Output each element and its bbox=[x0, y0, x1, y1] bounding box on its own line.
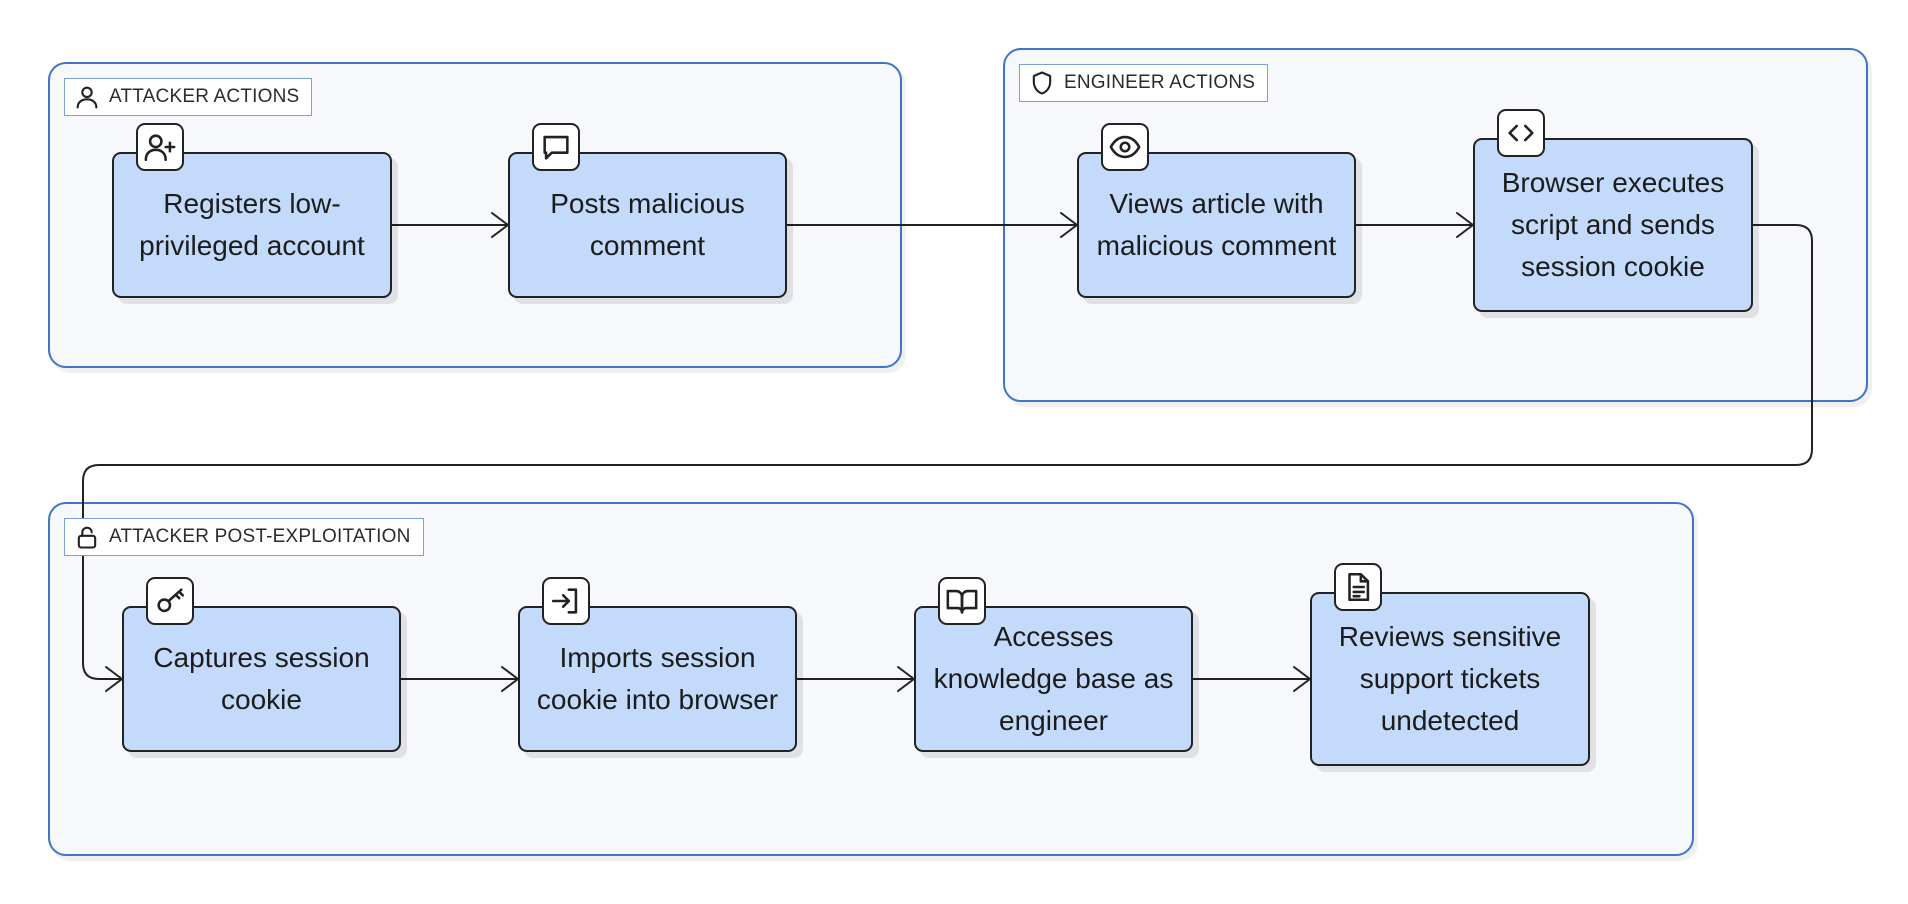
step-label: Posts malicious comment bbox=[550, 188, 745, 261]
user-plus-icon bbox=[136, 123, 184, 171]
log-in-icon bbox=[542, 577, 590, 625]
step-views-article[interactable]: Views article with malicious comment bbox=[1077, 152, 1356, 298]
group-label-text: ATTACKER ACTIONS bbox=[109, 86, 300, 107]
code-icon bbox=[1497, 109, 1545, 157]
step-label: Captures session cookie bbox=[153, 642, 370, 715]
step-browser-executes[interactable]: Browser executes script and sends sessio… bbox=[1473, 138, 1753, 312]
step-label: Views article with malicious comment bbox=[1096, 188, 1337, 261]
step-accesses-knowledge-base[interactable]: Accesses knowledge base as engineer bbox=[914, 606, 1193, 752]
lock-icon bbox=[73, 523, 101, 551]
group-label-text: ATTACKER POST-EXPLOITATION bbox=[109, 526, 411, 547]
book-open-icon bbox=[938, 577, 986, 625]
step-label: Reviews sensitive support tickets undete… bbox=[1338, 621, 1562, 736]
step-label: Imports session cookie into browser bbox=[536, 642, 779, 715]
step-registers-account[interactable]: Registers low-privileged account bbox=[112, 152, 392, 298]
step-posts-comment[interactable]: Posts malicious comment bbox=[508, 152, 787, 298]
group-label-attacker-actions: ATTACKER ACTIONS bbox=[64, 78, 313, 116]
step-imports-cookie[interactable]: Imports session cookie into browser bbox=[518, 606, 797, 752]
step-reviews-tickets[interactable]: Reviews sensitive support tickets undete… bbox=[1310, 592, 1590, 766]
key-icon bbox=[146, 577, 194, 625]
eye-icon bbox=[1101, 123, 1149, 171]
step-label: Registers low-privileged account bbox=[139, 188, 365, 261]
user-icon bbox=[73, 83, 101, 111]
message-square-icon bbox=[532, 123, 580, 171]
step-label: Accesses knowledge base as engineer bbox=[933, 621, 1174, 736]
shield-icon bbox=[1028, 69, 1056, 97]
step-label: Browser executes script and sends sessio… bbox=[1501, 167, 1725, 282]
group-label-text: ENGINEER ACTIONS bbox=[1064, 72, 1256, 93]
file-text-icon bbox=[1334, 563, 1382, 611]
group-label-attacker-post-exploitation: ATTACKER POST-EXPLOITATION bbox=[64, 518, 424, 556]
group-label-engineer-actions: ENGINEER ACTIONS bbox=[1019, 64, 1269, 102]
step-captures-cookie[interactable]: Captures session cookie bbox=[122, 606, 401, 752]
